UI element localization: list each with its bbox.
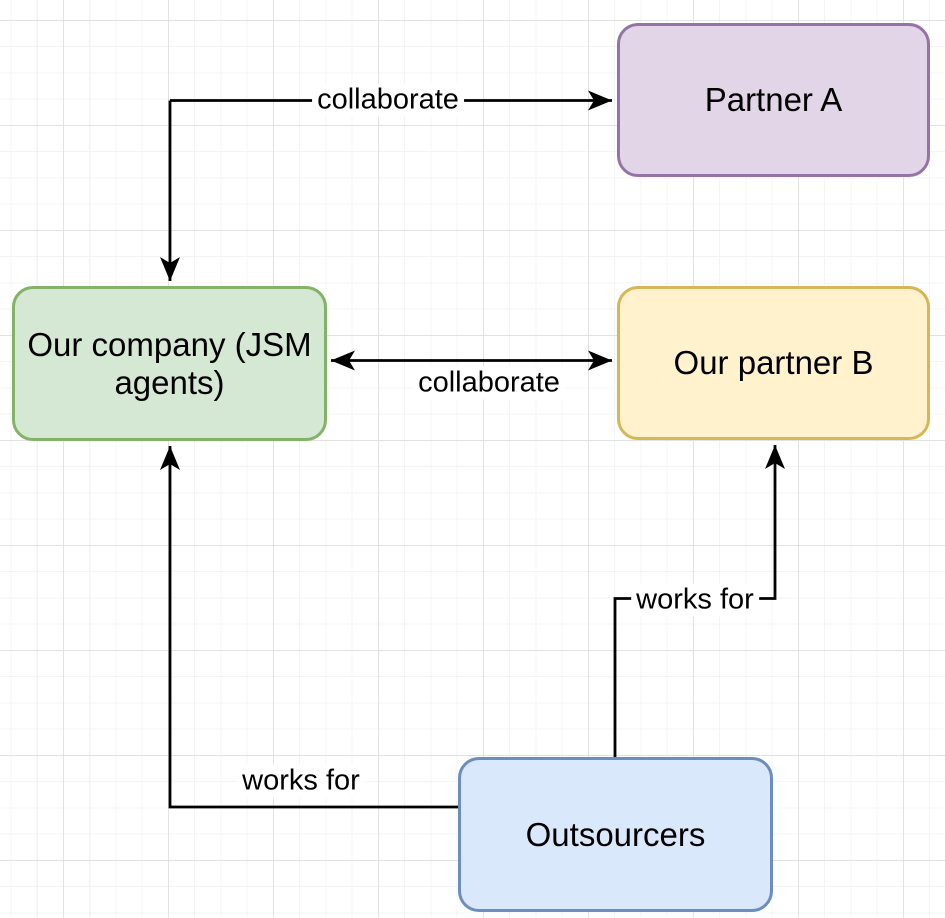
node-our-partner-b[interactable]: Our partner B xyxy=(617,286,930,440)
node-label: Outsourcers xyxy=(525,815,706,853)
node-label: Our partner B xyxy=(673,344,874,382)
node-our-company[interactable]: Our company (JSM agents) xyxy=(12,286,327,441)
node-label: Partner A xyxy=(704,81,843,119)
edge-works-for-left[interactable] xyxy=(160,446,458,809)
node-partner-a[interactable]: Partner A xyxy=(617,23,930,177)
edge-label-works-for-left[interactable]: works for xyxy=(237,764,365,798)
edge-label-collaborate-mid[interactable]: collaborate xyxy=(413,366,565,400)
edge-label-works-for-right[interactable]: works for xyxy=(631,583,759,617)
edge-label-collaborate-top[interactable]: collaborate xyxy=(312,83,464,117)
node-outsourcers[interactable]: Outsourcers xyxy=(458,757,773,912)
node-label: Our company (JSM agents) xyxy=(27,325,312,401)
